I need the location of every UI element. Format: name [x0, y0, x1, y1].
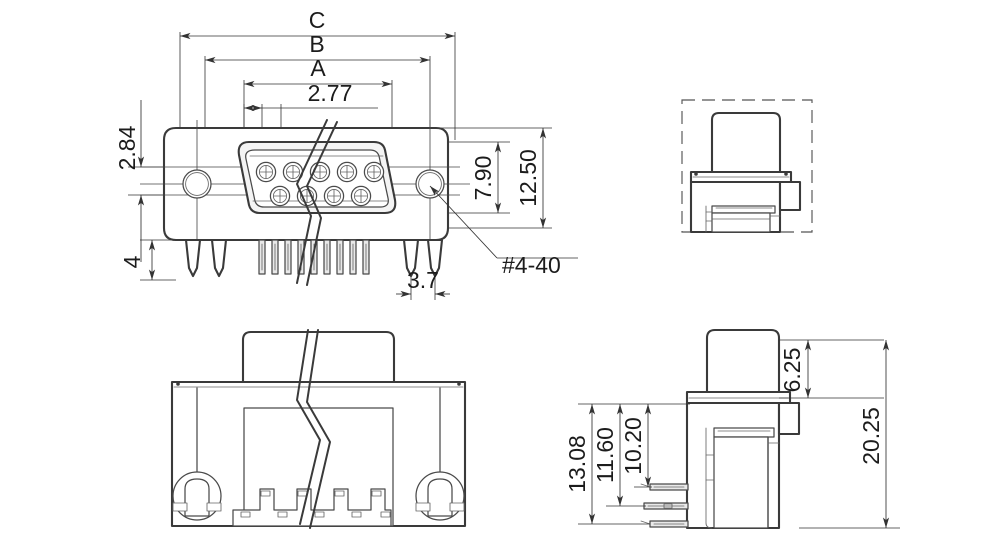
pin-tail [349, 239, 357, 275]
dimension-11-60: 11.60 [592, 404, 646, 507]
rear-boardlock-right [415, 471, 465, 521]
pin-socket [336, 161, 358, 183]
pin-tail [284, 239, 292, 275]
section-flange-plate [685, 390, 792, 405]
boardlock-legs-right [402, 238, 444, 278]
dimension-2-84-label: 2.84 [114, 125, 140, 170]
callout-4-40: #4-40 [429, 185, 578, 278]
view-side-top-right [681, 99, 813, 234]
pin-socket [363, 161, 385, 183]
pin-tail [336, 239, 344, 275]
pin-tails [258, 239, 370, 275]
section-mating-hood [705, 328, 781, 394]
dimension-c-label: C [309, 7, 326, 33]
dimension-b-label: B [309, 31, 324, 57]
screw-hole-left [182, 169, 212, 199]
view-front: C B A 2.77 2.84 [114, 7, 578, 300]
side-flange-dot-left [694, 172, 698, 176]
dimension-4-label: 4 [119, 255, 145, 268]
rear-hood [241, 330, 396, 384]
dimension-12-50-label: 12.50 [515, 149, 541, 207]
dimension-6-25: 6.25 [779, 339, 884, 399]
dimension-6-25-label: 6.25 [779, 348, 805, 393]
pin-socket [255, 161, 277, 183]
callout-4-40-label: #4-40 [502, 252, 561, 278]
dimension-7-90-label: 7.90 [470, 156, 496, 201]
dimension-13-08: 13.08 [564, 404, 650, 525]
side-mating-hood [710, 111, 782, 174]
rear-break-line [296, 329, 331, 529]
rear-dot-left [176, 382, 180, 386]
rear-boardlock-left [172, 471, 222, 521]
dimension-a: A [244, 55, 392, 88]
section-pin-row [643, 502, 689, 510]
dimension-10-20-label: 10.20 [620, 417, 646, 475]
boardlock-legs-left [184, 238, 228, 278]
dimension-4: 4 [119, 239, 176, 281]
screw-hole-right [415, 169, 445, 199]
dimension-3-7-label: 3.7 [407, 267, 439, 293]
pin-tail [271, 239, 279, 275]
pin-socket [350, 185, 372, 207]
dimension-3-7: 3.7 [396, 267, 450, 300]
pin-socket-row-bottom [269, 185, 372, 207]
side-body-step [778, 180, 802, 212]
dimension-a-label: A [310, 55, 326, 81]
pin-socket [269, 185, 291, 207]
dimension-20-25-label: 20.25 [858, 407, 884, 465]
dimension-b: B [205, 31, 430, 64]
pin-socket [323, 185, 345, 207]
pin-tail [258, 239, 266, 275]
pin-tail [323, 239, 331, 275]
dimension-20-25: 20.25 [799, 340, 900, 529]
view-side-bottom-right: 13.08 11.60 10.20 6.25 20.25 [564, 328, 900, 530]
dimension-11-60-label: 11.60 [592, 427, 618, 483]
section-contact-carrier [705, 427, 780, 529]
side-contact-block [705, 205, 781, 233]
dimension-c: C [180, 7, 455, 40]
view-rear-bottom-left [170, 329, 467, 529]
pin-tail [362, 239, 370, 275]
dimension-13-08-label: 13.08 [564, 435, 590, 493]
dimension-pin-pitch-label: 2.77 [308, 80, 353, 106]
rear-dot-right [457, 382, 461, 386]
front-break-line [296, 119, 338, 286]
dimension-10-20: 10.20 [620, 404, 652, 488]
dimension-7-90: 7.90 [392, 141, 510, 214]
pin-socket-row-top [255, 161, 385, 183]
rear-contact-comb [232, 488, 392, 527]
side-flange-dot-right [784, 172, 788, 176]
dimension-pin-pitch: 2.77 [244, 80, 378, 112]
dimension-12-50: 12.50 [440, 127, 552, 229]
section-body-step [777, 401, 801, 436]
